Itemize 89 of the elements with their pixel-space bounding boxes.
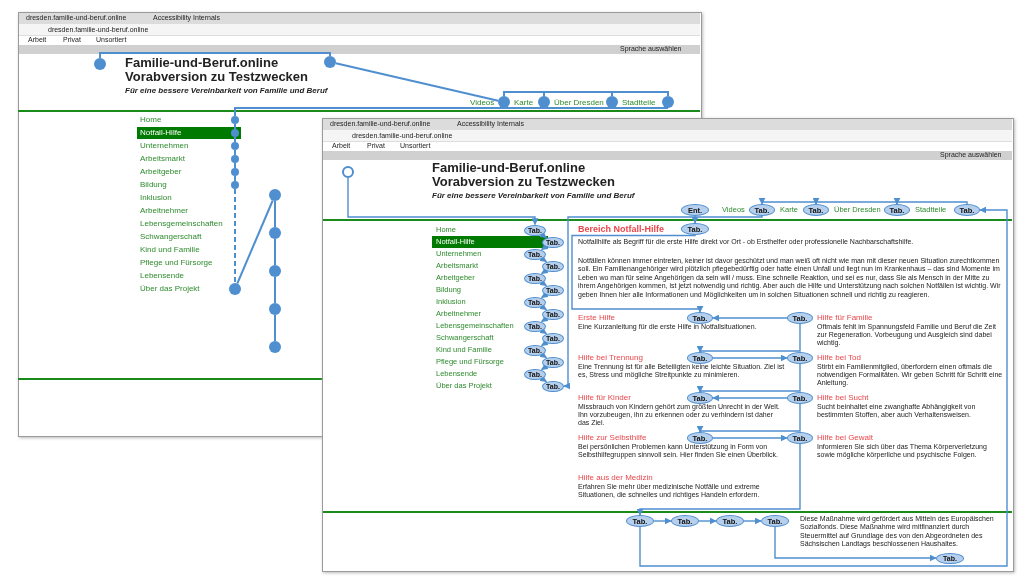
arrow: [636, 443, 801, 516]
focus-marker: [231, 116, 239, 124]
arrow: [712, 314, 788, 322]
arrow: [653, 517, 672, 525]
connector-line: [234, 175, 236, 182]
connector-line: [611, 91, 669, 97]
connector-line: [234, 123, 236, 130]
connector-line: [234, 149, 236, 156]
connector-line: [234, 162, 236, 169]
connector-line: [234, 188, 236, 284]
connector-line: [274, 314, 276, 342]
menu-link: Lebensende: [140, 271, 185, 281]
menu-link: Arbeitsmarkt: [140, 154, 185, 164]
arrow: [540, 243, 549, 251]
arrow: [540, 267, 549, 275]
arrow: [539, 279, 548, 287]
item-link: Hilfe bei Trennung: [578, 353, 643, 363]
focus-marker: [231, 129, 239, 137]
arrow: [539, 375, 548, 383]
menu-link: Kind und Familie: [140, 245, 200, 255]
site-tagline: Für eine bessere Vereinbarkeit von Familie und Beruf: [432, 191, 635, 201]
arrow: [696, 403, 801, 433]
top-nav-link: Karte: [514, 97, 534, 107]
item-link: Erste Hilfe: [578, 313, 615, 323]
arrow: [539, 327, 548, 335]
focus-marker: [231, 168, 239, 176]
connector-line: [274, 276, 276, 304]
arrow: [774, 526, 937, 562]
focus-marker: [231, 155, 239, 163]
connector-line: [99, 52, 331, 59]
site-title: Familie-und-Beruf.online: [432, 161, 586, 176]
menu-link: Arbeitgeber: [140, 167, 182, 177]
top-nav-link: Stadtteile: [622, 97, 656, 107]
arrow: [691, 215, 699, 224]
arrow: [698, 517, 717, 525]
arrow: [812, 197, 898, 205]
site-subtitle: Vorabversion zu Testzwecken: [125, 70, 309, 85]
arrow: [712, 434, 788, 442]
menu-link: Home: [140, 115, 162, 125]
arrow: [712, 394, 788, 402]
menu-link: Schwangerschaft: [140, 232, 202, 242]
section-heading: Bereich Notfall-Hilfe: [578, 224, 664, 235]
menu-link: Pflege und Fürsorge: [140, 258, 213, 268]
connector-line: [334, 62, 500, 102]
focus-marker: [231, 181, 239, 189]
menu-link: Inklusion: [140, 193, 172, 203]
focus-marker: [231, 142, 239, 150]
arrow: [758, 197, 817, 205]
item-link: Hilfe bei Sucht: [817, 393, 869, 403]
connector-line: [234, 136, 236, 143]
arrow: [539, 351, 548, 359]
menu-link: Über das Projekt: [140, 284, 200, 294]
arrow: [540, 339, 549, 347]
arrow: [639, 206, 1008, 567]
arrow: [540, 291, 549, 299]
arrow: [712, 354, 788, 362]
item-link: Hilfe zur Selbsthilfe: [578, 433, 647, 443]
menu-link: Bildung: [140, 180, 167, 190]
arrow: [539, 303, 548, 311]
arrow: [347, 177, 539, 226]
connector-line: [274, 200, 276, 228]
item-link: Hilfe bei Gewalt: [817, 433, 874, 443]
item-link: Hilfe für Kinder: [578, 393, 631, 403]
connector-line: [503, 91, 545, 97]
site-subtitle: Vorabversion zu Testzwecken: [432, 175, 616, 190]
site-tagline: Für eine bessere Vereinbarkeit von Familie und Beruf: [125, 86, 328, 96]
item-link: Hilfe aus der Medizin: [578, 473, 653, 483]
arrow: [571, 234, 704, 313]
arrow: [540, 315, 549, 323]
connector-line: [234, 107, 669, 117]
top-nav-link: Über Dresden: [554, 97, 604, 107]
arrow: [696, 323, 801, 353]
arrow: [563, 215, 763, 390]
menu-link: Arbeitnehmer: [140, 206, 189, 216]
arrow: [540, 363, 549, 371]
item-link: Hilfe für Familie: [817, 313, 873, 323]
site-title: Familie-und-Beruf.online: [125, 56, 279, 71]
arrow: [696, 363, 801, 393]
connector-line: [274, 238, 276, 266]
arrow: [539, 255, 548, 263]
arrow: [743, 517, 762, 525]
connector-line: [236, 199, 274, 285]
top-nav-link: Videos: [470, 97, 495, 107]
item-link: Hilfe bei Tod: [817, 353, 861, 363]
arrow: [893, 197, 968, 205]
menu-link: Lebensgemeinschaften: [140, 219, 223, 229]
menu-link: Notfall-Hilfe: [140, 128, 182, 138]
menu-link: Unternehmen: [140, 141, 189, 151]
arrow: [539, 231, 548, 239]
